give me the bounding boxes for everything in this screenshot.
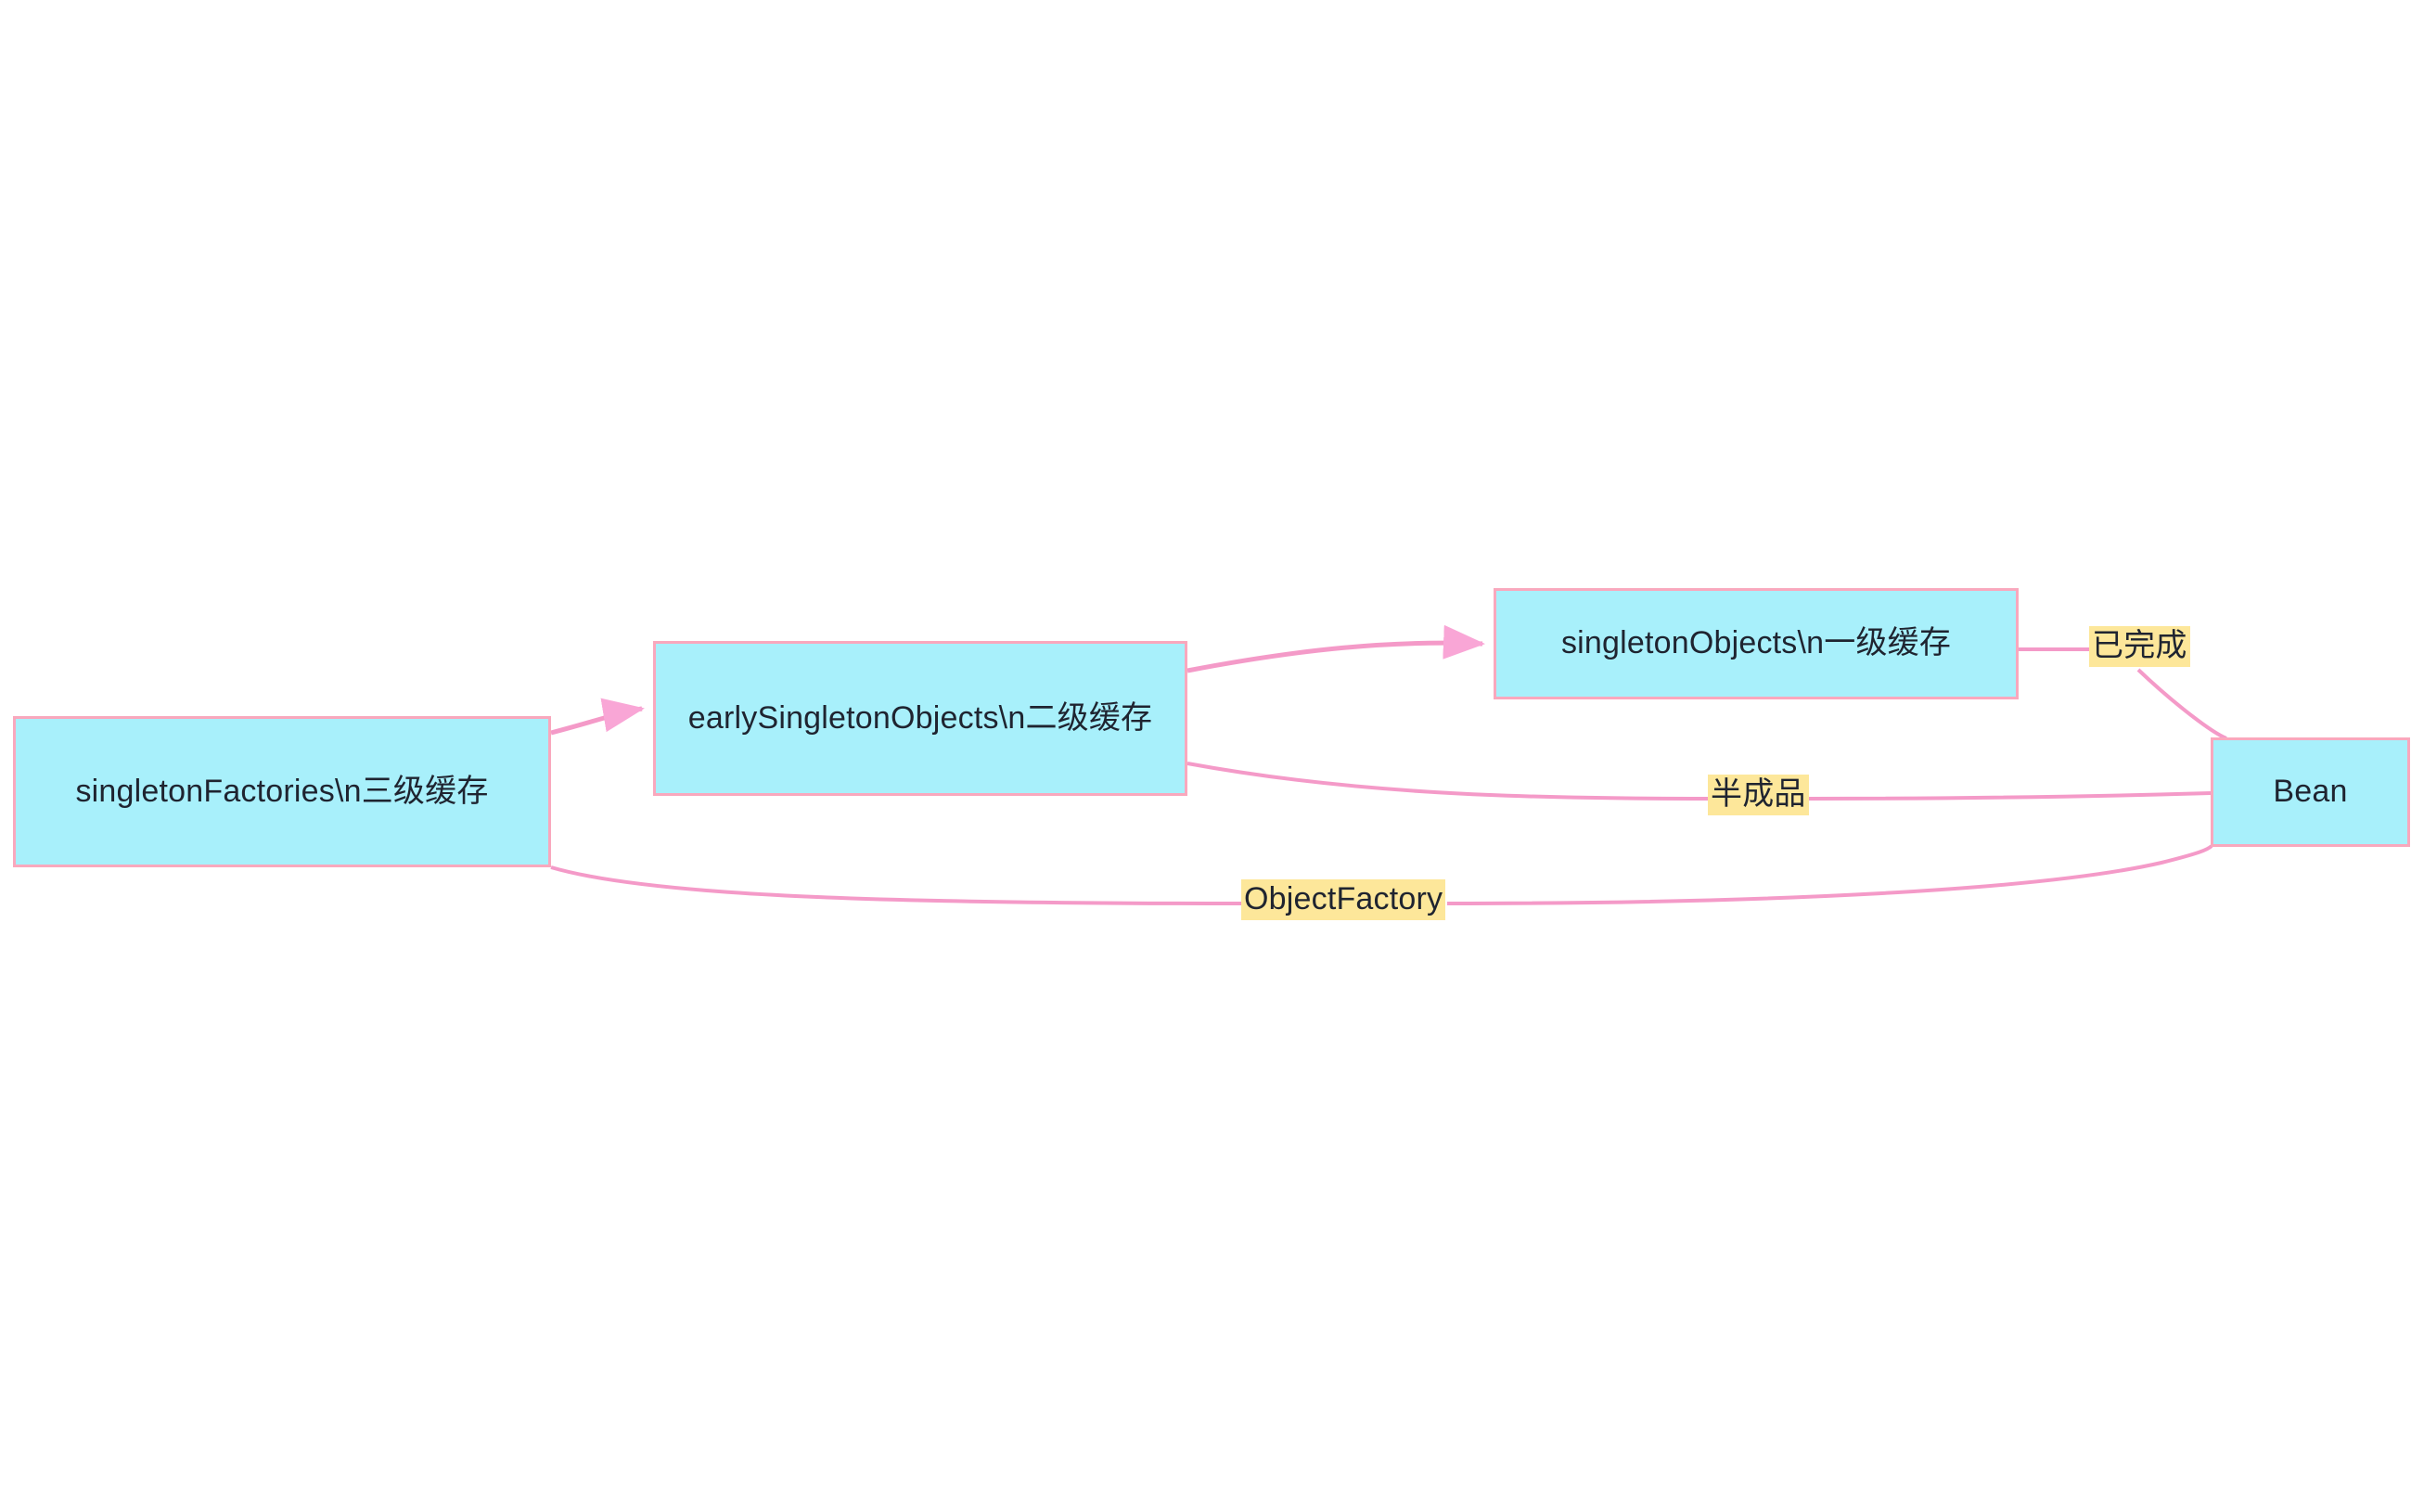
edge-label-objectfactory: ObjectFactory [1241, 879, 1446, 920]
node-singleton-objects[interactable]: singletonObjects\n一级缓存 [1494, 588, 2019, 699]
edge-factories-to-bean [550, 865, 1242, 905]
node-singleton-factories[interactable]: singletonFactories\n三级缓存 [13, 716, 551, 867]
edge-label-half-product: 半成品 [1708, 775, 1809, 815]
edge-early-to-bean-tail [1808, 791, 2212, 801]
node-bean[interactable]: Bean [2211, 737, 2410, 847]
edge-factories-to-early [550, 698, 645, 736]
edge-objects-to-bean-tail [2136, 668, 2227, 740]
node-singleton-objects-label: singletonObjects\n一级缓存 [1560, 625, 1952, 661]
edge-early-to-objects [1186, 624, 1485, 673]
edge-factories-to-bean-tail [1446, 844, 2213, 905]
node-early-singleton-objects[interactable]: earlySingletonObjects\n二级缓存 [653, 641, 1187, 796]
edge-early-to-bean [1186, 762, 1709, 801]
node-early-singleton-objects-label: earlySingletonObjects\n二级缓存 [687, 699, 1153, 736]
node-bean-label: Bean [2273, 774, 2348, 810]
node-singleton-factories-label: singletonFactories\n三级缓存 [75, 773, 489, 809]
edge-label-done: 已完成 [2089, 626, 2190, 667]
